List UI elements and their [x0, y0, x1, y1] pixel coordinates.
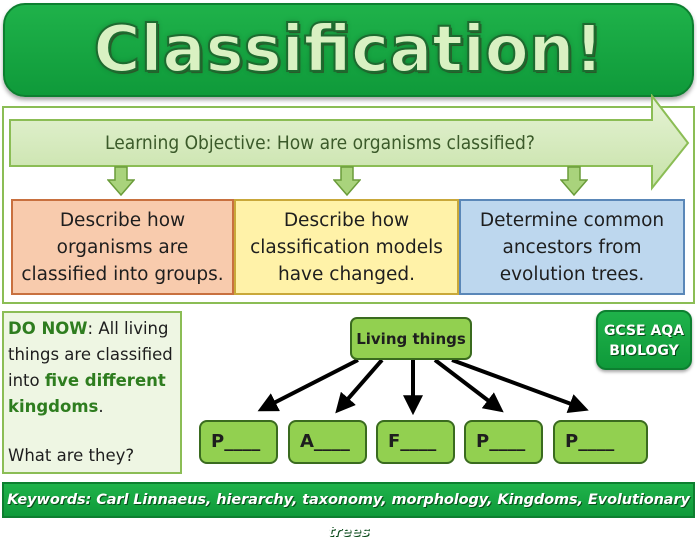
learning-objective-text: Learning Objective: How are organisms cl…	[105, 132, 535, 154]
kingdom-box: F____	[376, 420, 455, 464]
classification-tree-arrows	[257, 358, 589, 416]
do-now-text: DO NOW: All living things are classified…	[8, 316, 178, 420]
objective-box-models-changed: Describe how classification models have …	[234, 199, 459, 295]
kingdom-box: P____	[199, 420, 278, 464]
title-banner	[3, 3, 694, 97]
objective-arrow-icon	[9, 94, 690, 191]
down-arrow-icon	[560, 166, 588, 196]
objective-text: Determine common ancestors from evolutio…	[479, 209, 665, 285]
do-now-label: DO NOW	[8, 319, 88, 338]
gcse-aqa-biology-badge: GCSE AQA BIOLOGY	[596, 310, 692, 370]
down-arrow-icon	[333, 166, 361, 196]
badge-line-2: BIOLOGY	[609, 343, 679, 359]
do-now-body: : All living things are classified into	[8, 319, 173, 390]
keywords-bar: Keywords: Carl Linnaeus, hierarchy, taxo…	[2, 482, 695, 540]
badge-line-1: GCSE AQA	[603, 323, 685, 339]
objective-text: Describe how classification models have …	[250, 209, 443, 285]
objective-text: Describe how organisms are classified in…	[21, 209, 224, 285]
do-now-panel	[2, 311, 182, 474]
objective-box-common-ancestors: Determine common ancestors from evolutio…	[459, 199, 685, 295]
do-now-question: What are they?	[8, 446, 135, 465]
kingdom-box: A____	[288, 420, 367, 464]
do-now-end: .	[98, 397, 104, 416]
kingdom-box: P____	[464, 420, 543, 464]
kingdom-box: P____	[553, 420, 648, 464]
objective-box-classified-groups: Describe how organisms are classified in…	[11, 199, 234, 295]
do-now-highlight: five different kingdoms	[8, 371, 166, 416]
down-arrow-icon	[107, 166, 135, 196]
page-title: Classification!	[92, 12, 604, 88]
living-things-node: Living things	[350, 317, 472, 360]
